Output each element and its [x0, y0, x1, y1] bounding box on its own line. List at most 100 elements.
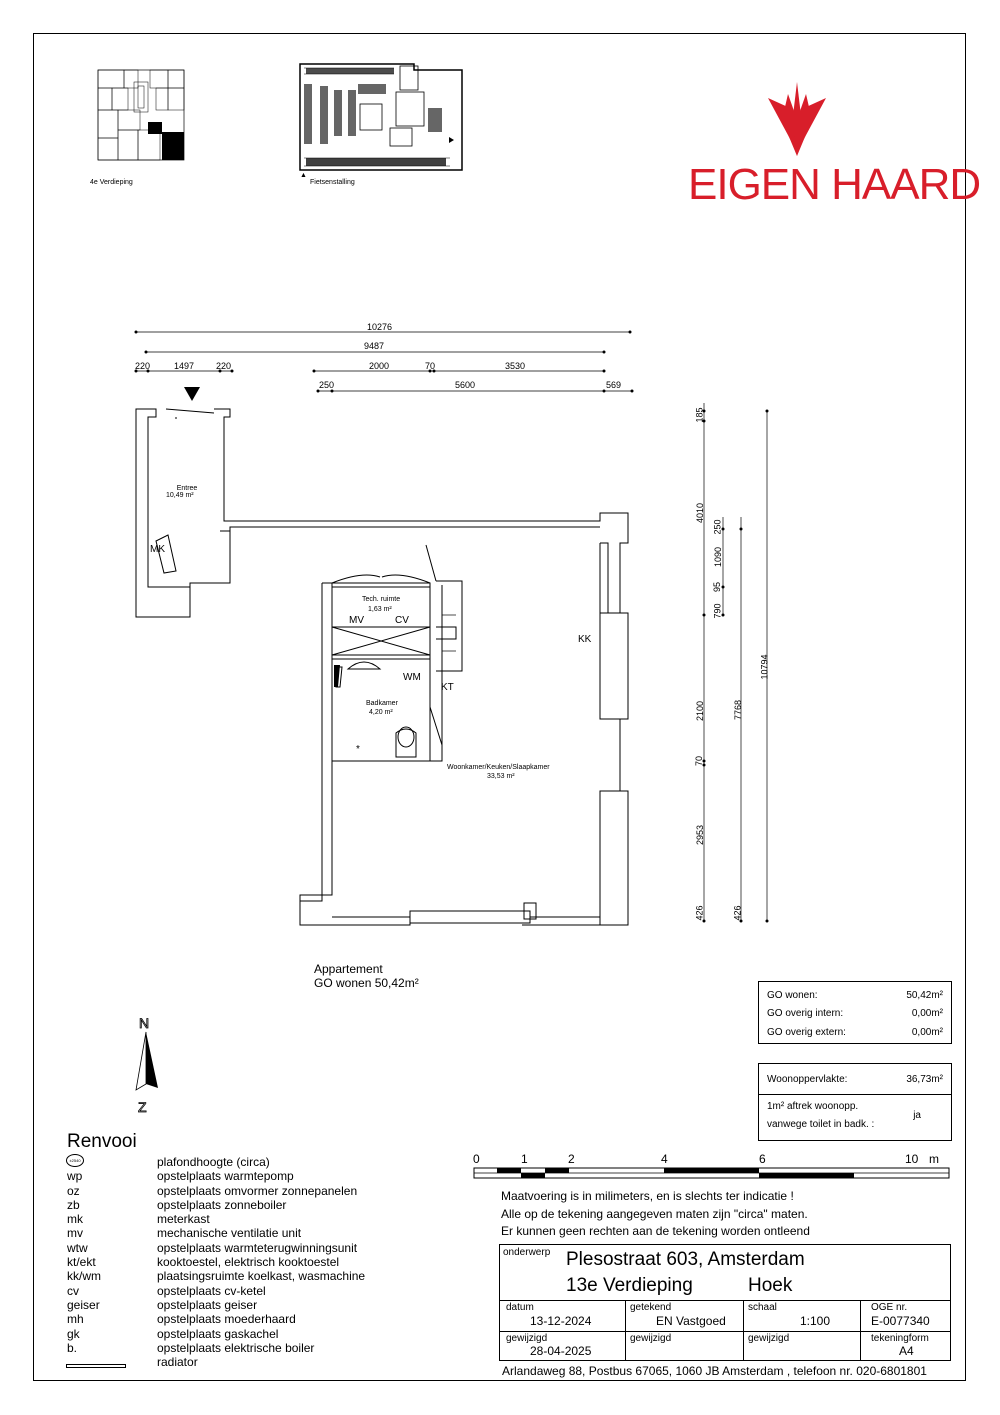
legend-value: mechanische ventilatie unit [157, 1226, 302, 1241]
floor: 13e Verdieping [566, 1275, 693, 1296]
dim-9487: 9487 [364, 341, 385, 351]
onderwerp-label: onderwerp [503, 1247, 551, 1258]
dim-220-left: 220 [135, 361, 151, 371]
room-entree-area: 10,49 m² [166, 492, 194, 499]
legend-value: plaatsingsruimte koelkast, wasmachine [157, 1269, 366, 1284]
tb-gewijzigd2: gewijzigd [625, 1331, 744, 1361]
legend-row: cv opstelplaats cv-ketel [67, 1284, 427, 1298]
label-kk: KK [578, 634, 592, 645]
label-wm: WM [403, 672, 421, 683]
room-tech-name: Tech. ruimte [362, 596, 401, 603]
oge-label: OGE nr. [871, 1302, 908, 1313]
scale-tick-4: 4 [661, 1152, 668, 1166]
floor-plan: * [134, 330, 769, 926]
tb-schaal: schaal 1:100 [743, 1300, 861, 1332]
dim-250-r: 250 [712, 519, 723, 535]
legend-value: radiator [157, 1355, 198, 1370]
apartment-info: Appartement GO wonen 50,42m² [314, 962, 419, 990]
room-bath-name: Badkamer [366, 700, 398, 707]
legend-value: opstelplaats cv-ketel [157, 1283, 266, 1298]
legend-value: kooktoestel, elektrisch kooktoestel [157, 1255, 340, 1270]
dim-790: 790 [712, 603, 723, 619]
room-living-area: 33,53 m² [487, 773, 515, 780]
legend-row: zb opstelplaats zonneboiler [67, 1198, 427, 1212]
go-wonen-value: 50,42m² [906, 989, 943, 1001]
radiator-symbol [66, 1364, 126, 1368]
legend-key: cv [67, 1283, 79, 1298]
legend-value: opstelplaats moederhaard [157, 1312, 296, 1327]
note-2: Alle op de tekening aangegeven maten zij… [501, 1206, 808, 1221]
legend-value: opstelplaats zonneboiler [157, 1197, 287, 1212]
apartment-go: GO wonen 50,42m² [314, 976, 419, 990]
tb-tekeningform: tekeningform A4 [860, 1331, 951, 1361]
go-intern-value: 0,00m² [911, 1008, 943, 1020]
scale-bar-labels: 0 1 2 4 6 10 m [473, 1152, 953, 1166]
schaal-label: schaal [748, 1302, 777, 1313]
apartment-title: Appartement [314, 962, 383, 976]
go-extern-label: GO overig extern: [767, 1026, 846, 1038]
getekend: EN Vastgoed [656, 1314, 726, 1328]
entrance-marker-icon [184, 387, 200, 401]
label-mv: MV [349, 615, 364, 626]
dim-1497: 1497 [174, 361, 195, 371]
address: Plesostraat 603, Amsterdam [566, 1249, 805, 1270]
legend-value: opstelplaats warmtepomp [157, 1169, 294, 1184]
woonopp-value: 36,73m² [906, 1073, 943, 1085]
go-wonen-label: GO wonen: [767, 989, 818, 1001]
scale-unit: m [929, 1152, 939, 1166]
schaal: 1:100 [800, 1314, 831, 1328]
dim-7768: 7768 [733, 699, 744, 721]
scale-tick-6: 6 [759, 1152, 766, 1166]
position: Hoek [748, 1275, 793, 1296]
scale-tick-1: 1 [521, 1152, 528, 1166]
dim-70: 70 [425, 361, 436, 371]
gewijzigd2-label: gewijzigd [630, 1333, 672, 1344]
dim-569: 569 [606, 380, 622, 390]
legend-key: mk [67, 1212, 83, 1227]
room-living-name: Woonkamer/Keuken/Slaapkamer [447, 764, 550, 771]
dim-220-right: 220 [216, 361, 232, 371]
go-intern-label: GO overig intern: [767, 1008, 844, 1020]
tb-datum: datum 13-12-2024 [499, 1300, 626, 1332]
dim-4010: 4010 [695, 502, 706, 524]
dim-10276: 10276 [367, 322, 393, 332]
scale-bar [473, 1167, 950, 1179]
note-3: Er kunnen geen rechten aan de tekening w… [501, 1224, 810, 1238]
dim-250: 250 [319, 380, 335, 390]
legend-key: gk [67, 1326, 80, 1341]
bike-storage-label: Fietsenstalling [310, 179, 355, 186]
legend-key: wtw [67, 1240, 88, 1255]
dim-95: 95 [712, 581, 723, 593]
legend-key: zb [67, 1197, 80, 1212]
legend-value: opstelplaats warmteterugwinningsunit [157, 1240, 358, 1255]
legend-key: b. [67, 1340, 78, 1355]
woonopp-box: Woonoppervlakte:36,73m² 1m² aftrek woono… [758, 1063, 952, 1141]
compass-n: N [139, 1015, 149, 1031]
label-cv: CV [395, 615, 409, 626]
legend-value: opstelplaats gaskachel [157, 1326, 279, 1341]
tekeningform: A4 [899, 1344, 914, 1358]
drawing-frame [33, 33, 966, 1381]
dim-70-r: 70 [694, 755, 705, 767]
tb-gewijzigd3: gewijzigd [743, 1331, 861, 1361]
tb-gewijzigd: gewijzigd 28-04-2025 [499, 1331, 626, 1361]
getekend-label: getekend [630, 1302, 672, 1313]
floor-key-plan [97, 69, 185, 161]
dim-2000: 2000 [369, 361, 390, 371]
gewijzigd: 28-04-2025 [530, 1344, 592, 1358]
scale-tick-2: 2 [568, 1152, 575, 1166]
datum: 13-12-2024 [530, 1314, 592, 1328]
footer-address: Arlandaweg 88, Postbus 67065, 1060 JB Am… [502, 1364, 927, 1378]
flame-logo-icon [768, 82, 826, 156]
aftrek-line1: 1m² aftrek woonopp. [767, 1101, 859, 1112]
legend-key [67, 1355, 157, 1369]
dim-10794: 10794 [759, 654, 770, 680]
legend-row: gk opstelplaats gaskachel [67, 1327, 427, 1341]
tb-getekend: getekend EN Vastgoed [625, 1300, 744, 1332]
legend-row: b.opstelplaats elektrische boiler [67, 1341, 427, 1355]
